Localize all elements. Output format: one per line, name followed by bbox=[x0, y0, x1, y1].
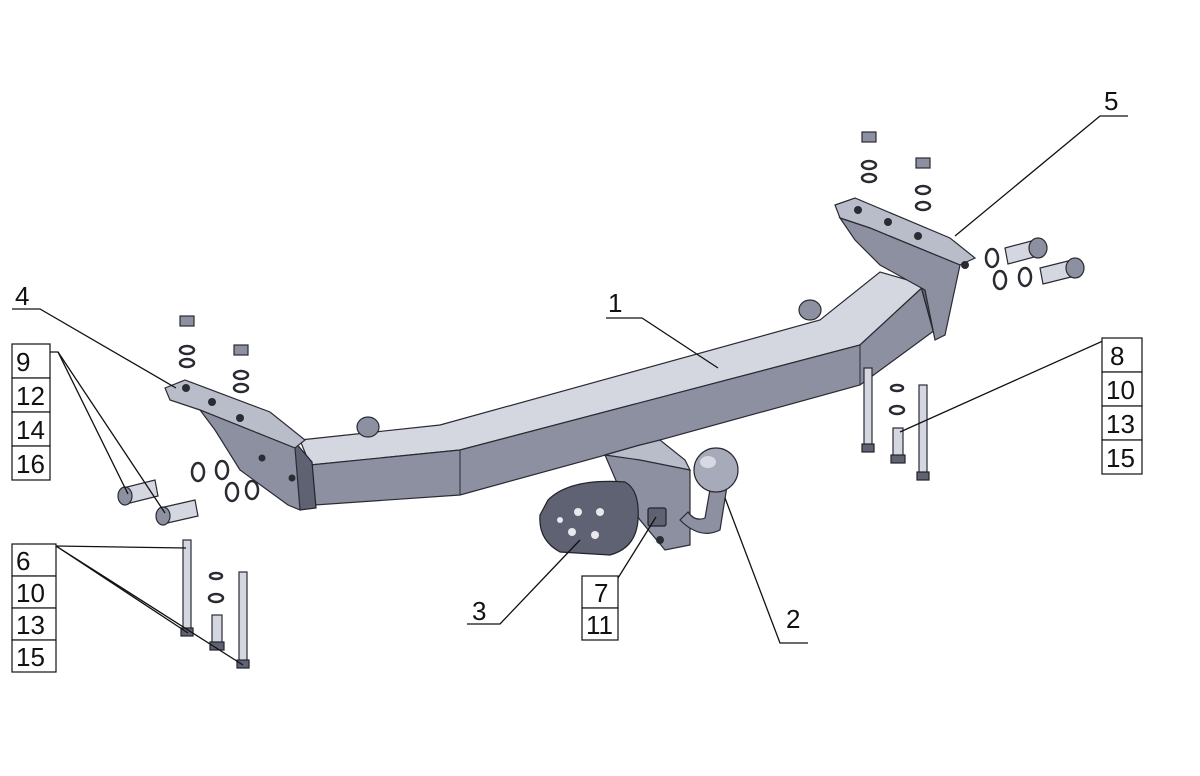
left-bracket bbox=[164, 379, 306, 511]
left-side-bolts bbox=[117, 459, 260, 526]
callout-2: 2 bbox=[786, 604, 800, 634]
stack-label: 14 bbox=[16, 415, 45, 445]
callout-1: 1 bbox=[608, 288, 622, 318]
stack-label: 16 bbox=[16, 449, 45, 479]
callout-5: 5 bbox=[1104, 86, 1118, 116]
right-top-fasteners bbox=[860, 131, 932, 212]
stack-label: 15 bbox=[1106, 443, 1135, 473]
stack-label: 7 bbox=[594, 578, 608, 608]
nut bbox=[356, 416, 380, 438]
left-top-fasteners bbox=[178, 315, 250, 394]
stack-label: 10 bbox=[1106, 375, 1135, 405]
right-bracket bbox=[834, 197, 977, 341]
callout-3: 3 bbox=[472, 596, 486, 626]
right-side-bolts bbox=[984, 237, 1085, 291]
callout-4: 4 bbox=[15, 281, 29, 311]
stack-label: 6 bbox=[16, 546, 30, 576]
stack-label: 12 bbox=[16, 381, 45, 411]
stack-left-lower: 6 10 13 15 bbox=[11, 543, 57, 673]
stack-label: 13 bbox=[16, 610, 45, 640]
stack-label: 8 bbox=[1110, 341, 1124, 371]
stack-right: 8 10 13 15 bbox=[1101, 337, 1143, 475]
stack-label: 10 bbox=[16, 578, 45, 608]
nut bbox=[798, 299, 822, 321]
stack-left-upper: 9 12 14 16 bbox=[11, 343, 51, 481]
stack-label: 13 bbox=[1106, 409, 1135, 439]
towball bbox=[693, 447, 739, 493]
socket-plate bbox=[539, 480, 639, 556]
stack-center: 7 11 bbox=[581, 575, 619, 641]
right-lower-bolts bbox=[861, 367, 930, 481]
stack-label: 11 bbox=[586, 610, 613, 640]
left-lower-bolts bbox=[180, 539, 250, 669]
stack-label: 9 bbox=[16, 347, 30, 377]
stack-label: 15 bbox=[16, 642, 45, 672]
